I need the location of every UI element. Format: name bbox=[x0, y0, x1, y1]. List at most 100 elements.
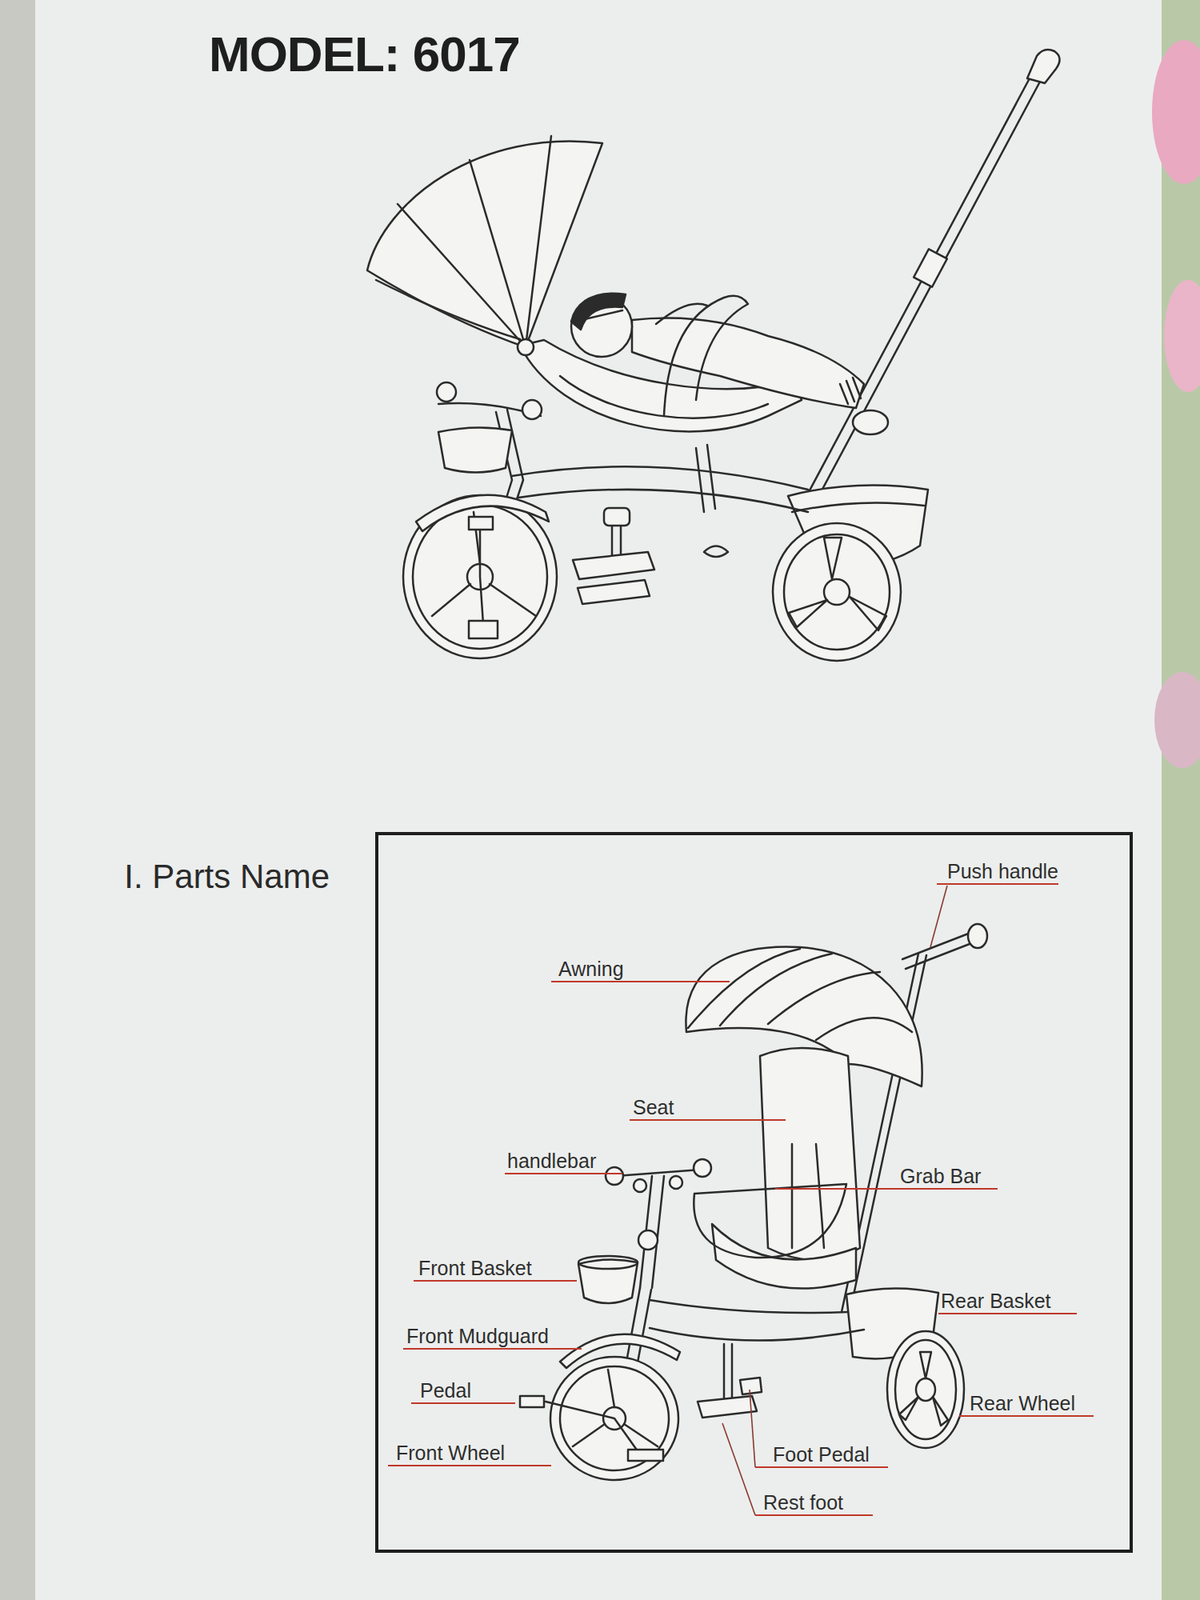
label-underline bbox=[551, 980, 730, 983]
tricycle-parts-illustration bbox=[616, 1169, 701, 1176]
tricycle-parts-illustration bbox=[895, 1340, 956, 1440]
tricycle-side-illustration bbox=[574, 300, 624, 322]
tricycle-side-illustration bbox=[824, 579, 850, 605]
tricycle-side-illustration bbox=[432, 512, 536, 616]
tricycle-parts-illustration bbox=[520, 1396, 544, 1408]
tricycle-parts-illustration bbox=[649, 1300, 864, 1341]
leader-line bbox=[749, 1389, 756, 1468]
tricycle-side-illustration bbox=[852, 410, 888, 435]
tricycle-parts-illustration bbox=[899, 1352, 948, 1426]
label-underline bbox=[411, 1402, 516, 1404]
label-underline bbox=[775, 1188, 998, 1190]
label-underline bbox=[413, 1280, 577, 1282]
tricycle-side-illustration bbox=[571, 293, 626, 330]
tricycle-side-illustration bbox=[840, 377, 861, 404]
tricycle-side-illustration bbox=[1027, 49, 1060, 84]
tricycle-parts-illustration bbox=[628, 1449, 664, 1461]
part-name: Foot Pedal bbox=[772, 1443, 870, 1466]
tricycle-side-illustration bbox=[577, 580, 650, 604]
tricycle-parts-illustration bbox=[792, 1144, 824, 1248]
part-name: Rest foot bbox=[763, 1491, 844, 1514]
tricycle-parts-illustration bbox=[697, 1396, 757, 1418]
part-name: Awning bbox=[558, 957, 624, 980]
tricycle-side-illustration bbox=[367, 49, 1060, 661]
label-underline bbox=[755, 1466, 888, 1468]
tricycle-side-illustration bbox=[772, 523, 901, 661]
part-name: Front Mudguard bbox=[406, 1324, 549, 1348]
part-name: Grab Bar bbox=[900, 1164, 981, 1188]
leader-line bbox=[722, 1423, 756, 1516]
tricycle-side-illustration bbox=[696, 444, 716, 512]
tricycle-parts-illustration bbox=[669, 1176, 683, 1189]
tricycle-parts-illustration bbox=[693, 1184, 847, 1258]
tricycle-side-illustration bbox=[416, 495, 549, 532]
tricycle-side-illustration bbox=[784, 534, 890, 650]
part-name: Rear Basket bbox=[940, 1289, 1052, 1312]
tricycle-side-illustration bbox=[438, 427, 512, 472]
tricycle-side-illustration bbox=[436, 382, 456, 402]
tricycle-side-illustration bbox=[517, 339, 534, 356]
tricycle-side-illustration bbox=[604, 508, 630, 526]
page-background bbox=[1161, 0, 1200, 1600]
tricycle-side-illustration bbox=[468, 516, 493, 530]
tricycle-side-illustration bbox=[913, 248, 948, 288]
tricycle-parts-illustration bbox=[740, 1377, 762, 1395]
model-title: MODEL: 6017 bbox=[208, 25, 520, 83]
tricycle-parts-illustration bbox=[605, 1167, 624, 1185]
tricycle-side-illustration bbox=[367, 140, 603, 348]
label-underline bbox=[755, 1514, 873, 1516]
tricycle-side-illustration bbox=[803, 76, 1040, 508]
tricycle-side-illustration bbox=[376, 280, 520, 340]
tricycle-side-illustration bbox=[397, 136, 552, 348]
section-heading: I. Parts Name bbox=[124, 857, 330, 896]
label-underline bbox=[403, 1348, 582, 1350]
label-underline bbox=[388, 884, 1094, 1516]
tricycle-parts-illustration bbox=[760, 1048, 860, 1260]
tricycle-parts-illustration bbox=[578, 1256, 638, 1269]
tricycle-parts-illustration bbox=[693, 1159, 712, 1177]
page-background bbox=[1164, 280, 1200, 392]
tricycle-side-illustration bbox=[788, 537, 887, 631]
tricycle-parts-illustration bbox=[902, 932, 974, 969]
page-background bbox=[1154, 672, 1200, 768]
tricycle-parts-illustration bbox=[545, 1401, 640, 1455]
tricycle-side-illustration bbox=[480, 528, 484, 624]
tricycle-side-illustration bbox=[572, 552, 655, 580]
label-underline bbox=[504, 1172, 623, 1175]
tricycle-parts-illustration bbox=[560, 1334, 680, 1368]
label-underline bbox=[936, 883, 1059, 885]
tricycle-side-illustration bbox=[522, 400, 542, 420]
tricycle-side-illustration bbox=[632, 318, 864, 409]
tricycle-side-illustration bbox=[403, 495, 557, 659]
tricycle-parts-illustration bbox=[887, 1331, 964, 1448]
tricycle-parts-illustration bbox=[572, 1369, 658, 1447]
part-name: Front Basket bbox=[418, 1256, 532, 1280]
part-name: Pedal bbox=[420, 1379, 472, 1402]
leader-line bbox=[722, 885, 948, 1516]
part-name: Seat bbox=[632, 1096, 674, 1119]
part-name: Push handle bbox=[947, 860, 1059, 883]
label-underline bbox=[388, 1464, 552, 1467]
tricycle-side-illustration bbox=[704, 546, 728, 558]
label-underline bbox=[629, 1119, 786, 1121]
tricycle-side-illustration bbox=[468, 620, 498, 639]
tricycle-parts-illustration bbox=[638, 1230, 658, 1250]
part-name: Front Wheel bbox=[396, 1441, 505, 1464]
leader-line bbox=[930, 885, 948, 948]
label-underline bbox=[938, 1312, 1077, 1315]
label-underline bbox=[959, 1415, 1094, 1417]
tricycle-parts-illustration bbox=[688, 948, 912, 1040]
tricycle-side-illustration bbox=[412, 504, 548, 649]
tricycle-side-illustration bbox=[664, 296, 748, 416]
page-background bbox=[1152, 40, 1200, 184]
tricycle-parts-illustration bbox=[633, 1179, 647, 1192]
page-background bbox=[0, 0, 36, 1600]
tricycle-side-illustration bbox=[792, 502, 924, 512]
tricycle-parts-illustration bbox=[520, 924, 988, 1480]
tricycle-parts-illustration bbox=[968, 924, 988, 948]
part-name: Rear Wheel bbox=[969, 1392, 1076, 1415]
tricycle-parts-illustration bbox=[724, 1344, 732, 1400]
